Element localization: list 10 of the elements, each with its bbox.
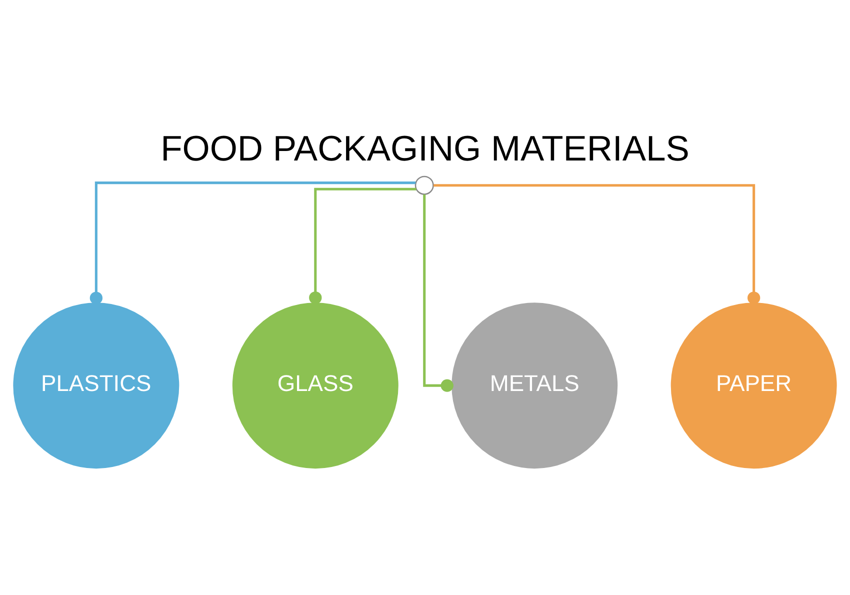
node-circle: GLASS: [232, 302, 398, 469]
connector: [423, 194, 454, 392]
node-circle: PLASTICS: [13, 302, 180, 469]
connector: [309, 188, 416, 304]
connector: [434, 184, 760, 304]
node-circle: METALS: [452, 302, 618, 469]
connector: [90, 182, 416, 304]
node-circle: PAPER: [670, 302, 837, 469]
diagram-title: FOOD PACKAGING MATERIALS: [160, 128, 690, 169]
node-circle: [414, 176, 434, 195]
